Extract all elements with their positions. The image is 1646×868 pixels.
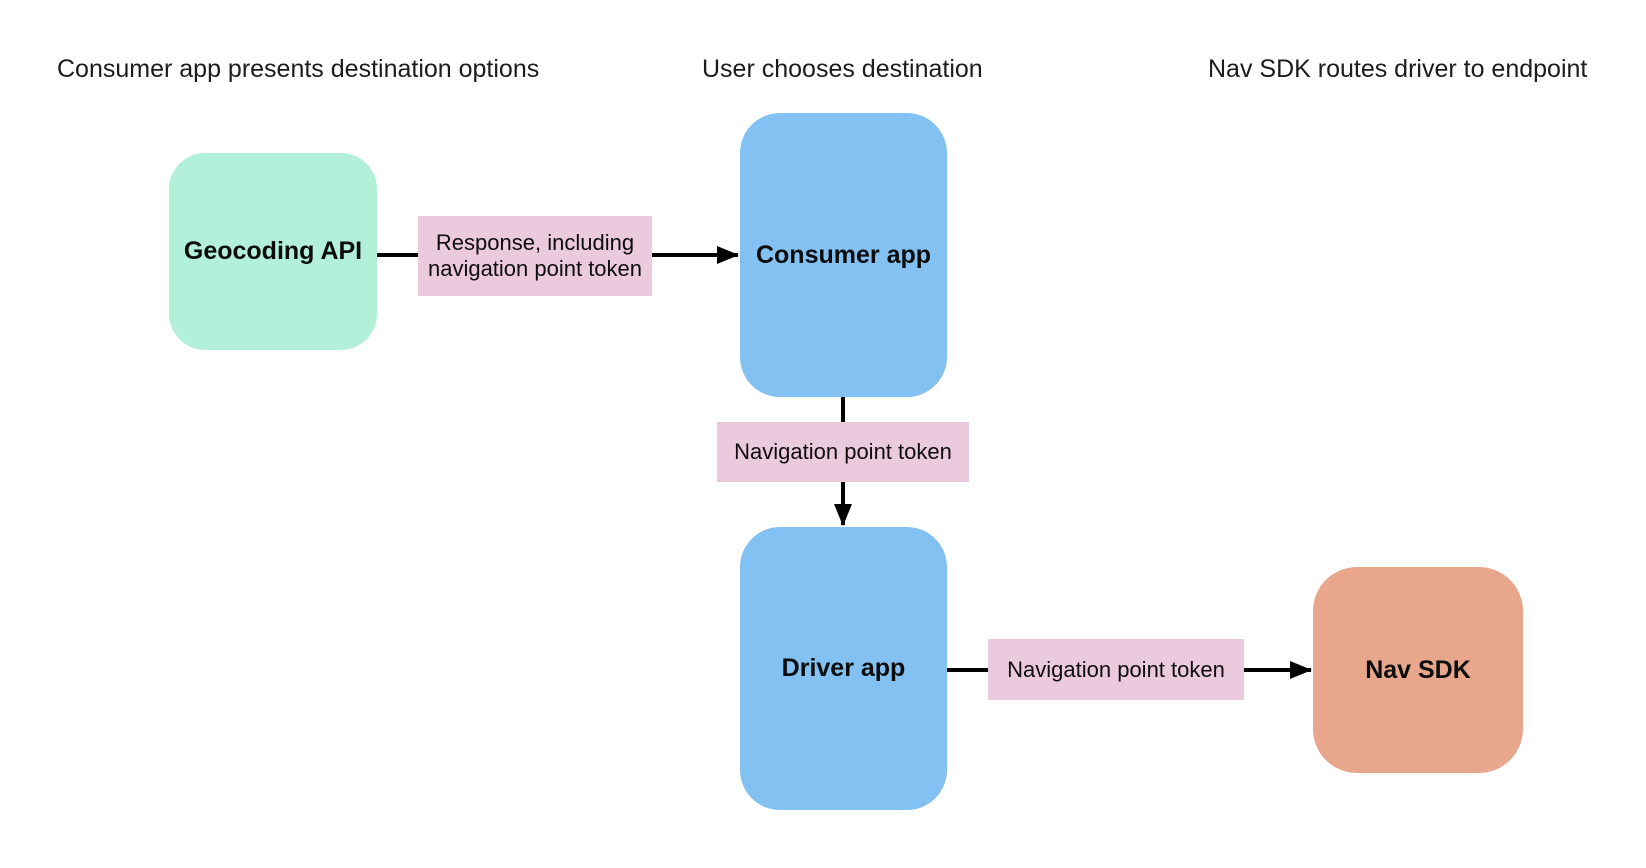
node-geocoding-api: Geocoding API — [169, 153, 377, 350]
node-label-driver-app: Driver app — [781, 654, 906, 682]
node-consumer-app: Consumer app — [740, 113, 947, 397]
edge-label-response-including-token: Response, including navigation point tok… — [418, 216, 652, 296]
phase-label-user-chooses-destination: User chooses destination — [702, 55, 983, 83]
node-label-consumer-app: Consumer app — [755, 240, 932, 269]
edge-label-navigation-point-token-right: Navigation point token — [988, 639, 1244, 700]
node-label-geocoding-api: Geocoding API — [183, 237, 363, 265]
node-label-nav-sdk: Nav SDK — [1365, 655, 1471, 684]
node-nav-sdk: Nav SDK — [1313, 567, 1523, 773]
edge-label-navigation-point-token-down: Navigation point token — [717, 422, 969, 482]
phase-label-nav-sdk-routes-driver: Nav SDK routes driver to endpoint — [1208, 55, 1588, 83]
phase-label-consumer-presents-options: Consumer app presents destination option… — [57, 55, 540, 83]
node-driver-app: Driver app — [740, 527, 947, 810]
